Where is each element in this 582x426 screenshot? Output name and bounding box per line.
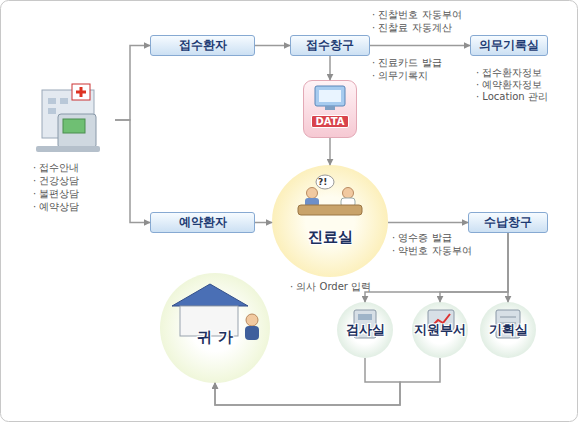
department-circle: 지원부서 bbox=[412, 302, 468, 358]
note-text: · 진찰료 자동계산 bbox=[372, 22, 452, 34]
hospital-window bbox=[60, 98, 68, 104]
hospital-node: · 접수안내· 건강상담· 불편상담· 예약상담 bbox=[25, 78, 115, 213]
flow-arrow bbox=[115, 46, 150, 121]
process-box: 의무기록실 bbox=[470, 35, 548, 56]
node-text: · 예약상담 bbox=[33, 200, 79, 213]
department-circle: 기획실 bbox=[480, 302, 536, 358]
hospital-window bbox=[48, 108, 56, 114]
hospital-icon bbox=[36, 84, 100, 152]
cross-sign bbox=[72, 84, 90, 100]
note-text: · 예약환자정보 bbox=[476, 79, 542, 91]
process-box: 접수환자 bbox=[150, 35, 255, 56]
note-text: · 진찰번호 자동부여 bbox=[372, 9, 462, 21]
note-text: · 영수증 발급 bbox=[392, 232, 452, 244]
red-cross bbox=[76, 87, 86, 97]
node-text: · 접수안내 bbox=[33, 161, 79, 174]
flow-arrow bbox=[507, 233, 509, 302]
process-box: 수납창구 bbox=[468, 212, 548, 233]
process-box: 접수창구 bbox=[290, 35, 370, 56]
node-text: · 불편상담 bbox=[33, 187, 79, 200]
node-text: 접수창구 bbox=[306, 38, 354, 53]
note-text: · Location 관리 bbox=[476, 91, 548, 103]
node-text: 예약환자 bbox=[179, 215, 227, 230]
flow-arrow bbox=[365, 233, 508, 302]
terminal-screen bbox=[63, 119, 85, 133]
process-box: 예약환자 bbox=[150, 212, 255, 233]
hospital-base bbox=[36, 146, 100, 152]
flow-arrow bbox=[255, 222, 272, 224]
home-circle: 귀 가 bbox=[160, 273, 270, 383]
note-text: · 접수환자정보 bbox=[476, 67, 542, 79]
note-text: · 의사 Order 입력 bbox=[290, 281, 371, 293]
node-text: DATA bbox=[311, 115, 348, 128]
node-text: 기획실 bbox=[489, 322, 528, 339]
node-text: 의무기록실 bbox=[479, 38, 539, 53]
data-store: DATA bbox=[303, 80, 357, 138]
flow-arrow bbox=[440, 233, 508, 302]
node-text: 수납창구 bbox=[484, 215, 532, 230]
terminal-body bbox=[58, 114, 96, 148]
node-text: 검사실 bbox=[346, 322, 385, 339]
note-text: · 진료카드 발급 bbox=[372, 57, 442, 69]
flow-arrow bbox=[255, 45, 290, 47]
node-text: 접수환자 bbox=[179, 38, 227, 53]
hospital-window bbox=[48, 98, 56, 104]
department-circle: 검사실 bbox=[337, 302, 393, 358]
node-text: · 건강상담 bbox=[33, 174, 79, 187]
hospital-building bbox=[42, 90, 94, 138]
clinic-circle: 진료실 bbox=[272, 165, 388, 277]
flow-arrow bbox=[329, 138, 331, 165]
symbol-text: ?! bbox=[318, 177, 327, 187]
outer-frame bbox=[1, 1, 578, 422]
note-text: · 약번호 자동부여 bbox=[392, 245, 472, 257]
flow-arrow bbox=[329, 56, 331, 80]
note-text: · 의무기록지 bbox=[372, 70, 428, 82]
node-text: 지원부서 bbox=[414, 322, 466, 339]
flow-arrow bbox=[370, 45, 470, 47]
flow-arrow bbox=[388, 222, 468, 224]
node-text: 진료실 bbox=[308, 228, 353, 247]
node-text: 귀 가 bbox=[197, 328, 232, 347]
flow-arrow bbox=[115, 120, 150, 223]
